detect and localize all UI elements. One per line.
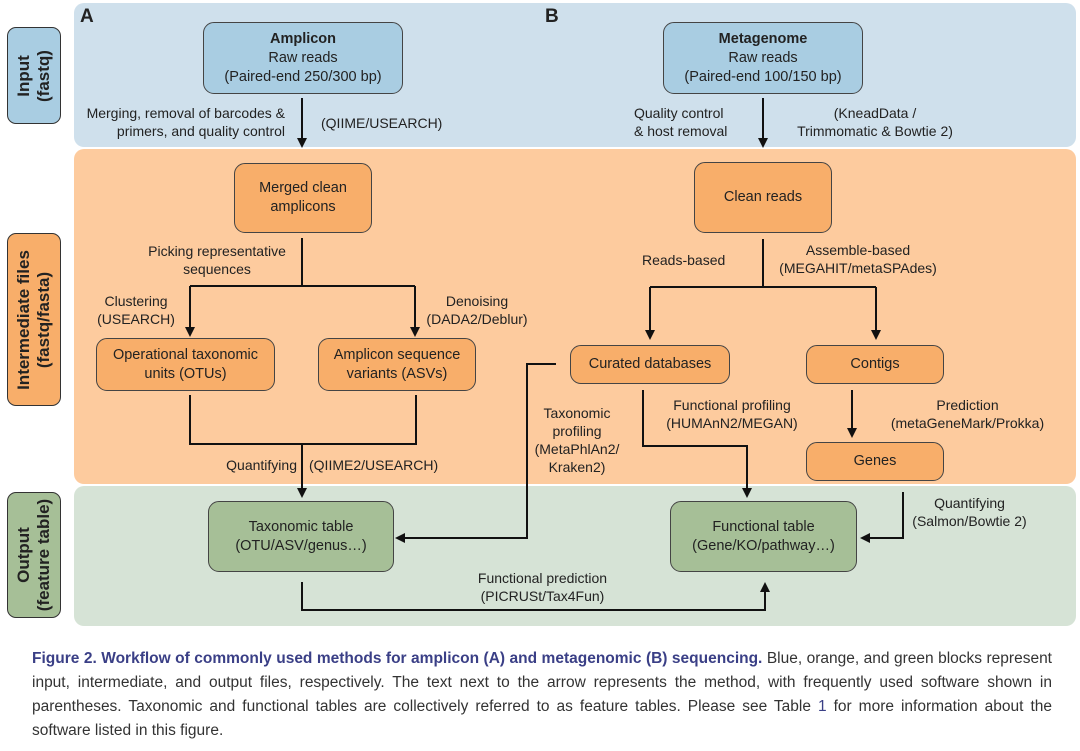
denoising-label: Denoising (DADA2/Deblur) bbox=[426, 293, 528, 327]
amplicon-title: Amplicon bbox=[269, 30, 337, 47]
caption-body-1: Blue, orange, and green blocks represent… bbox=[32, 650, 1052, 715]
output-side-label: Output(feature table) bbox=[7, 492, 61, 618]
arrow-functional-prediction bbox=[301, 582, 770, 611]
metagenome-read-length: (Paired-end 100/150 bp) bbox=[684, 68, 842, 85]
metagenome-qc-software: (KneadData / Trimmomatic & Bowtie 2) bbox=[797, 105, 953, 139]
assemble-based-label: Assemble-based (MEGAHIT/metaSPAdes) bbox=[779, 242, 937, 276]
functional-table-box: Functional table (Gene/KO/pathway…) bbox=[670, 501, 857, 572]
quantifying-a-label: Quantifying bbox=[226, 457, 297, 473]
asv-box: Amplicon sequence variants (ASVs) bbox=[318, 338, 476, 391]
quantifying-b-label: Quantifying (Salmon/Bowtie 2) bbox=[912, 495, 1027, 529]
picking-representative-label: Picking representative sequences bbox=[148, 243, 286, 277]
arrow-functional-profiling bbox=[642, 390, 752, 498]
figure-caption: Figure 2. Workflow of commonly used meth… bbox=[32, 647, 1052, 743]
panel-b-letter: B bbox=[545, 6, 559, 27]
prediction-label: Prediction (metaGeneMark/Prokka) bbox=[890, 397, 1045, 431]
functional-prediction-label: Functional prediction (PICRUSt/Tax4Fun) bbox=[477, 570, 608, 604]
amplicon-raw-reads-label: Raw reads bbox=[268, 49, 338, 66]
amplicon-raw-reads-box: Amplicon Raw reads (Paired-end 250/300 b… bbox=[203, 22, 403, 94]
taxonomic-table-box: Taxonomic table (OTU/ASV/genus…) bbox=[208, 501, 394, 572]
functional-profiling-label: Functional profiling (HUMAnN2/MEGAN) bbox=[666, 397, 798, 431]
intermediate-side-label: Intermediate files(fastq/fasta) bbox=[7, 233, 61, 406]
arrow-taxonomic-profiling bbox=[395, 363, 556, 543]
quantifying-a-software: (QIIME2/USEARCH) bbox=[309, 457, 439, 473]
metagenome-title: Metagenome bbox=[718, 30, 808, 47]
clustering-label: Clustering (USEARCH) bbox=[97, 293, 175, 327]
input-side-label: Input(fastq) bbox=[7, 27, 61, 124]
connector-arrows bbox=[185, 98, 904, 611]
table-1-link[interactable]: 1 bbox=[817, 698, 827, 715]
amplicon-qc-method: Merging, removal of barcodes & primers, … bbox=[86, 105, 285, 139]
reads-based-label: Reads-based bbox=[642, 252, 726, 268]
contigs-box: Contigs bbox=[806, 345, 944, 384]
arrow-quantifying-b bbox=[860, 492, 904, 543]
otu-box: Operational taxonomic units (OTUs) bbox=[96, 338, 275, 391]
curated-databases-box: Curated databases bbox=[570, 345, 730, 384]
metagenome-raw-reads-box: Metagenome Raw reads (Paired-end 100/150… bbox=[663, 22, 863, 94]
caption-title: Figure 2. Workflow of commonly used meth… bbox=[32, 650, 763, 667]
merged-clean-amplicons-box: Merged clean amplicons bbox=[234, 163, 372, 233]
metagenome-raw-reads-label: Raw reads bbox=[728, 49, 798, 66]
panel-a-letter: A bbox=[80, 6, 94, 27]
clean-reads-box: Clean reads bbox=[694, 162, 832, 233]
taxonomic-profiling-label: Taxonomic profiling (MetaPhlAn2/ Kraken2… bbox=[534, 405, 620, 475]
amplicon-read-length: (Paired-end 250/300 bp) bbox=[224, 68, 382, 85]
genes-box: Genes bbox=[806, 442, 944, 481]
caption-body-2: for more information about the software … bbox=[32, 698, 1052, 739]
amplicon-qc-software: (QIIME/USEARCH) bbox=[321, 115, 443, 131]
metagenome-qc-method: Quality control & host removal bbox=[634, 105, 728, 139]
line-a-merge bbox=[189, 395, 417, 445]
